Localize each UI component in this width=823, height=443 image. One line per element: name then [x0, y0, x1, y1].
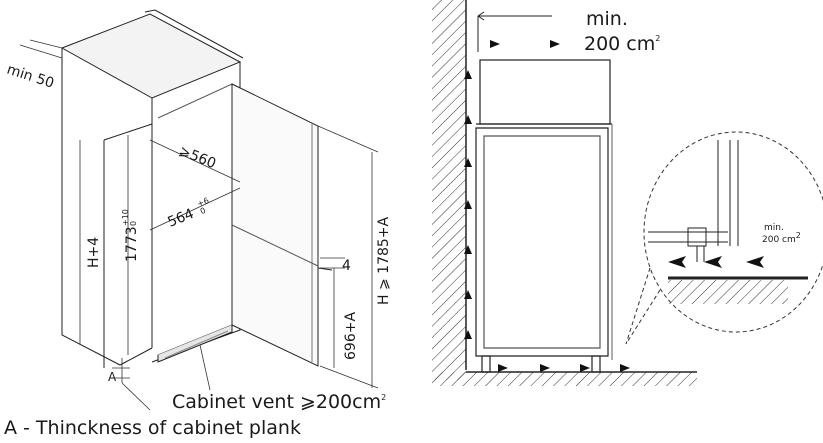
- gap-4-label: 4: [342, 258, 351, 274]
- cabinet-vent-label: Cabinet vent ⩾200cm2: [172, 391, 386, 413]
- floor-hatch: [432, 371, 697, 386]
- cabinet-perspective: [60, 9, 244, 368]
- cabinet-left-side: [61, 48, 153, 366]
- svg-text:0: 0: [199, 206, 207, 216]
- detail-contents: [648, 140, 808, 280]
- svg-text:0: 0: [129, 221, 138, 226]
- right-area-label: 200 cm2: [584, 33, 660, 55]
- h-min-label: H ⩾ 1785+A: [376, 216, 392, 305]
- detail-arrows: [668, 256, 764, 268]
- h-plus-4-label: H+4: [86, 237, 102, 268]
- svg-text:564: 564: [166, 206, 197, 231]
- cabinet-right-side: [151, 62, 241, 363]
- detail-callout: [625, 131, 823, 345]
- detail-area-label: 200 cm2: [762, 231, 801, 245]
- top-pointer: [477, 11, 552, 52]
- appliance-section: [475, 59, 613, 373]
- depth-564-label: 564 +6 0: [166, 196, 211, 231]
- right-min-label: min.: [586, 8, 628, 30]
- dimension-lines: [19, 39, 379, 411]
- svg-text:+10: +10: [121, 209, 130, 226]
- door-696-label: 696+A: [343, 312, 359, 360]
- height-1773-label: 1773 +10 0: [121, 209, 140, 262]
- a-dimension-label: A: [108, 370, 117, 384]
- detail-min-label: min.: [764, 223, 784, 233]
- min-50-label: min 50: [5, 62, 56, 92]
- wall-hatch: [432, 0, 467, 380]
- appliance-door: [231, 83, 333, 367]
- gap-560-label: ⩾560: [177, 143, 219, 172]
- svg-text:1773: 1773: [124, 226, 140, 262]
- airflow-arrows: [464, 40, 630, 372]
- cabinet-top: [60, 13, 242, 99]
- legend-text: A - Thinckness of cabinet plank: [4, 417, 301, 439]
- svg-text:+6: +6: [196, 196, 210, 209]
- detail-floor-hatch: [668, 280, 788, 304]
